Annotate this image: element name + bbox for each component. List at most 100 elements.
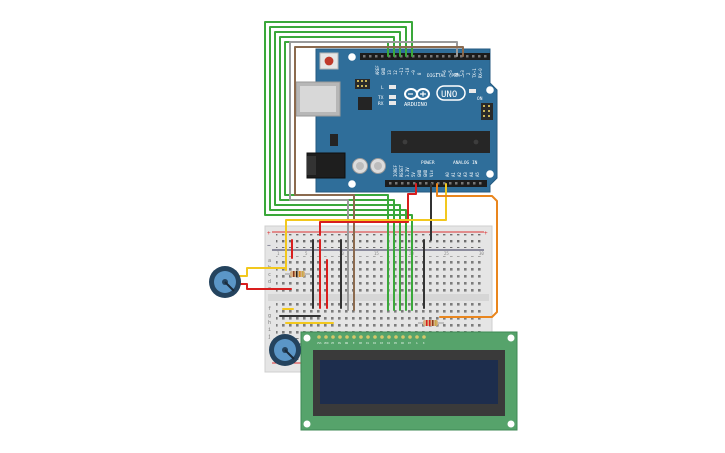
pin-label-12: 12 bbox=[393, 70, 398, 75]
atmega-chip bbox=[391, 131, 490, 153]
arduino-infinity-logo bbox=[404, 88, 430, 100]
lcd-16x2[interactable]: VSS VDD V0 RS RW E D0 D1 D2 D3 D4 D5 D6 … bbox=[300, 331, 518, 431]
led-rx-label: RX bbox=[378, 101, 384, 107]
usb-chip bbox=[358, 97, 372, 110]
pin-label-a2: A2 bbox=[457, 172, 462, 177]
lcd-pin-rs: RS bbox=[338, 341, 342, 345]
digital-pwm-label: DIGITAL (PWM~) bbox=[427, 73, 465, 79]
row-letter-i: i bbox=[268, 327, 271, 333]
led-on bbox=[469, 89, 476, 93]
uno-model: UNO bbox=[441, 90, 457, 100]
pin-label-5: ~5 bbox=[448, 70, 453, 75]
wire-orange-vin[interactable] bbox=[436, 183, 498, 318]
pin-label-a4: A4 bbox=[469, 172, 474, 177]
led-on-label: ON bbox=[477, 96, 483, 102]
pin-label-3v3: 3.3V bbox=[405, 167, 410, 177]
lcd-pin-d4: D4 bbox=[387, 341, 391, 345]
pin-label-8: 8 bbox=[417, 72, 422, 75]
pin-label-a3: A3 bbox=[463, 172, 468, 177]
usb-port-inner bbox=[300, 86, 336, 112]
power-analog-header bbox=[385, 180, 487, 187]
rail-plus-label: + bbox=[267, 230, 271, 237]
regulator-chip bbox=[330, 134, 338, 146]
col-number-1: 1 bbox=[277, 251, 280, 256]
analog-in-label: ANALOG IN bbox=[453, 160, 478, 166]
led-tx bbox=[389, 95, 396, 99]
pin-label-ioref: IOREF bbox=[393, 164, 398, 177]
pin-label-aref: AREF bbox=[375, 65, 380, 75]
lcd-screen bbox=[320, 360, 498, 404]
lcd-pin-k: K bbox=[423, 341, 425, 345]
lcd-pin-d1: D1 bbox=[366, 341, 370, 345]
rail-minus-label: − bbox=[267, 242, 271, 249]
led-l bbox=[389, 85, 396, 89]
pin-label-9: ~9 bbox=[411, 70, 416, 75]
icsp-header-usb bbox=[355, 79, 370, 89]
lcd-mount-hole bbox=[507, 420, 515, 428]
row-letter-a: a bbox=[268, 258, 271, 264]
col-number-30: 30 bbox=[479, 251, 484, 256]
wire-red-5v[interactable] bbox=[319, 183, 417, 236]
wire-green-d11[interactable] bbox=[269, 26, 407, 311]
wire-green-d8[interactable] bbox=[284, 41, 389, 311]
pin-label-a5: A5 bbox=[475, 172, 480, 177]
row-letter-c: c bbox=[268, 272, 271, 278]
col-number-25: 25 bbox=[444, 251, 449, 256]
wire-brown-d6[interactable] bbox=[294, 46, 464, 311]
pin-label-6: ~6 bbox=[442, 70, 447, 75]
wire-pot-vcc[interactable] bbox=[239, 283, 292, 290]
arduino-uno-board[interactable]: L TX RX ON ARDUINO UNO bbox=[295, 48, 498, 193]
rail-plus-label-right: + bbox=[484, 230, 488, 237]
wire-green-d9[interactable] bbox=[279, 36, 395, 311]
wire-gray-d7[interactable] bbox=[289, 41, 458, 311]
lcd-mount-hole bbox=[507, 334, 515, 342]
icsp-header bbox=[481, 103, 493, 120]
capacitor bbox=[370, 158, 386, 174]
lcd-pin-d0: D0 bbox=[359, 341, 363, 345]
mounting-hole bbox=[486, 86, 494, 94]
row-letter-f: f bbox=[268, 306, 271, 312]
pin-label-3: ~3 bbox=[460, 70, 465, 75]
arduino-brand: ARDUINO bbox=[404, 102, 427, 108]
col-number-5: 5 bbox=[305, 251, 308, 256]
lcd-pin-d3: D3 bbox=[380, 341, 384, 345]
pin-label-gnd2: GND bbox=[423, 169, 428, 177]
lcd-pin-vdd: VDD bbox=[324, 341, 329, 345]
pin-label-7: 7 bbox=[436, 72, 441, 75]
power-jack-lip bbox=[307, 156, 316, 175]
pin-label-5v: 5V bbox=[411, 172, 416, 177]
mounting-hole bbox=[348, 53, 356, 61]
potentiometer-2[interactable] bbox=[269, 334, 301, 366]
power-label: POWER bbox=[421, 160, 435, 166]
resistor-1[interactable] bbox=[285, 271, 310, 277]
mounting-hole bbox=[348, 180, 356, 188]
lcd-pin-d2: D2 bbox=[373, 341, 377, 345]
row-letter-g: g bbox=[268, 313, 271, 319]
lcd-pin-d7: D7 bbox=[408, 341, 412, 345]
led-tx-label: TX bbox=[378, 95, 384, 101]
pin-label-gnd1: GND bbox=[417, 169, 422, 177]
lcd-pin-d5: D5 bbox=[394, 341, 398, 345]
pin-label-tx1: TX→1 bbox=[472, 68, 477, 78]
capacitor bbox=[352, 158, 368, 174]
wire-pot-wiper[interactable] bbox=[239, 267, 286, 277]
led-l-label: L bbox=[381, 85, 384, 91]
pin-label-rx0: RX←0 bbox=[478, 68, 483, 78]
resistor-2[interactable] bbox=[418, 320, 444, 326]
lcd-pin-header bbox=[317, 335, 426, 339]
potentiometer-1[interactable] bbox=[209, 266, 241, 298]
lcd-pin-e: E bbox=[353, 341, 355, 345]
pin-label-reset: RESET bbox=[399, 164, 404, 177]
lcd-mount-hole bbox=[303, 420, 311, 428]
col-number-15: 15 bbox=[374, 251, 379, 256]
pin-label-vin: Vin bbox=[429, 169, 434, 177]
pin-label-13: 13 bbox=[387, 70, 392, 75]
pin-label-11: ~11 bbox=[399, 67, 404, 75]
led-rx bbox=[389, 101, 396, 105]
reset-button[interactable] bbox=[319, 52, 339, 70]
lcd-pin-v0: V0 bbox=[331, 341, 335, 345]
wire-yellow-a0[interactable] bbox=[285, 183, 447, 271]
wire-green-d12[interactable] bbox=[264, 21, 413, 311]
lcd-pin-a: A bbox=[416, 341, 418, 345]
